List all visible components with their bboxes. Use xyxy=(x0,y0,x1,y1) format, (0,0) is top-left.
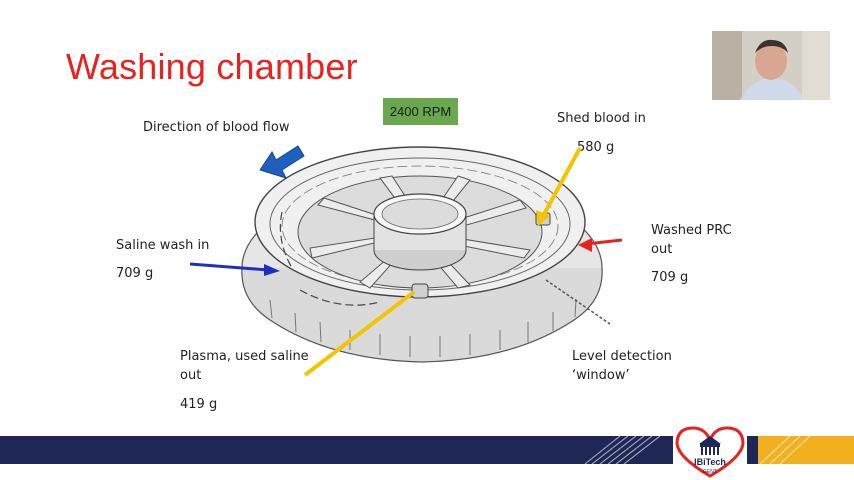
saline-wash-in-label: Saline wash in xyxy=(116,238,210,253)
washed-prc-label-2: out xyxy=(651,242,673,257)
level-detection-label-1: Level detection xyxy=(572,349,672,364)
logo-text-ibitech: IBiTech xyxy=(694,457,726,467)
webcam-presenter xyxy=(712,31,830,100)
rpm-badge: 2400 RPM xyxy=(383,98,458,125)
plasma-label-2: out xyxy=(180,368,202,383)
plasma-label-1: Plasma, used saline xyxy=(180,349,309,364)
logo-text-gent: GENT xyxy=(703,469,717,475)
ibitech-logo: IBiTech GENT xyxy=(669,422,751,480)
shed-blood-in-label: Shed blood in xyxy=(557,111,646,126)
plasma-value: 419 g xyxy=(180,397,218,412)
washed-prc-label-1: Washed PRC xyxy=(651,223,732,238)
washed-prc-value: 709 g xyxy=(651,270,689,285)
level-detection-label-2: ‘window’ xyxy=(572,368,630,383)
direction-arrow-icon xyxy=(259,145,305,179)
slide-title: Washing chamber xyxy=(66,46,358,87)
direction-label: Direction of blood flow xyxy=(143,120,290,135)
shed-blood-value: 580 g xyxy=(577,140,615,155)
saline-value: 709 g xyxy=(116,266,154,281)
